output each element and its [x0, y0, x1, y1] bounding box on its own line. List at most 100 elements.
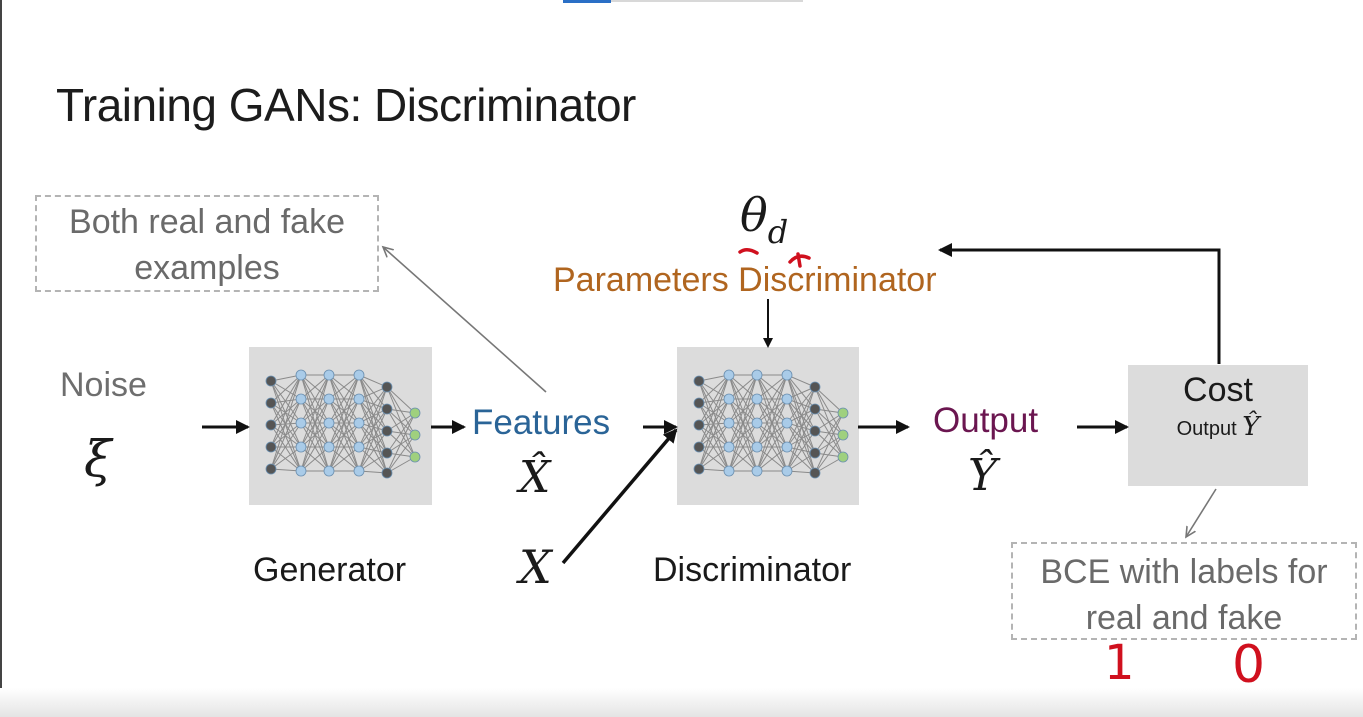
network-edge — [756, 374, 788, 400]
network-node — [265, 463, 277, 475]
network-edge — [698, 380, 730, 424]
network-edge — [300, 374, 330, 400]
network-edge — [328, 374, 360, 448]
network-edge — [728, 374, 758, 448]
network-node — [693, 397, 705, 409]
network-edge — [300, 374, 330, 472]
network-node — [381, 425, 393, 437]
network-edge — [786, 374, 816, 474]
network-node — [809, 403, 821, 415]
network-edge — [698, 446, 730, 472]
network-edge — [270, 402, 302, 424]
network-node — [295, 465, 307, 477]
network-edge — [300, 422, 330, 472]
discriminator-network — [677, 347, 859, 505]
network-node — [781, 465, 793, 477]
features-symbol: X̂ — [519, 452, 551, 503]
network-node — [723, 369, 735, 381]
network-edge — [270, 380, 302, 400]
network-node — [781, 369, 793, 381]
network-edge — [814, 434, 844, 474]
network-node — [353, 465, 365, 477]
noise-symbol: ξ — [84, 430, 112, 488]
real-input-symbol: X — [519, 540, 552, 594]
network-edge — [358, 386, 388, 472]
network-node — [837, 429, 849, 441]
network-edge — [328, 398, 360, 472]
network-edge — [814, 412, 844, 454]
network-edge — [358, 398, 388, 474]
network-edge — [698, 402, 730, 424]
network-node — [323, 393, 335, 405]
network-edge — [270, 402, 302, 472]
generator-network — [249, 347, 432, 505]
network-edge — [358, 446, 388, 474]
network-node — [381, 381, 393, 393]
output-symbol: Ŷ — [968, 450, 998, 501]
network-edge — [358, 408, 388, 472]
network-node — [723, 393, 735, 405]
network-edge — [786, 386, 816, 424]
arrow-icon — [938, 243, 1221, 364]
network-node — [295, 393, 307, 405]
handwriting-mark — [738, 248, 759, 255]
network-edge — [270, 374, 302, 448]
network-edge — [698, 374, 730, 426]
network-node — [809, 381, 821, 393]
network-edge — [386, 412, 416, 474]
arrow-icon — [561, 428, 678, 565]
handwriting-mark — [788, 252, 811, 268]
network-edge — [358, 422, 388, 454]
network-edge — [270, 446, 302, 470]
network-edge — [698, 380, 730, 472]
noise-label: Noise — [60, 366, 147, 404]
network-node — [323, 465, 335, 477]
annotation-left-line1: Both real and fake — [69, 203, 345, 241]
cost-title: Cost — [1183, 371, 1253, 409]
network-node — [295, 369, 307, 381]
network-edge — [756, 374, 788, 424]
network-node — [409, 407, 421, 419]
network-edge — [328, 374, 360, 400]
network-edge — [698, 374, 730, 404]
network-edge — [786, 398, 816, 432]
network-edge — [698, 380, 730, 400]
network-node — [751, 417, 763, 429]
bottom-shade — [0, 688, 1363, 717]
network-node — [353, 393, 365, 405]
network-edge — [698, 402, 730, 472]
network-edge — [358, 452, 388, 472]
network-node — [751, 393, 763, 405]
network-edge — [270, 374, 302, 404]
network-edge — [328, 374, 360, 472]
network-edge — [358, 386, 388, 424]
generator-label: Generator — [253, 551, 407, 589]
network-edge — [756, 374, 788, 472]
network-edge — [786, 374, 816, 432]
network-edge — [728, 374, 758, 424]
window-left-border — [0, 0, 2, 717]
network-edge — [786, 398, 816, 474]
annotation-right-line2: real and fake — [1085, 599, 1283, 637]
network-node — [265, 419, 277, 431]
network-edge — [270, 374, 302, 470]
top-tab-strip — [611, 0, 803, 2]
network-edge — [728, 374, 758, 400]
network-edge — [300, 374, 330, 448]
network-node — [409, 429, 421, 441]
network-node — [809, 425, 821, 437]
network-edge — [728, 374, 758, 472]
network-edge — [270, 422, 302, 470]
network-edge — [270, 424, 302, 448]
network-node — [353, 417, 365, 429]
network-edge — [358, 422, 388, 474]
network-node — [409, 451, 421, 463]
output-label: Output — [933, 401, 1039, 440]
network-edge — [786, 422, 816, 474]
network-node — [381, 403, 393, 415]
handwritten-fake-label: 0 — [1232, 635, 1265, 695]
network-edge — [786, 452, 816, 472]
network-edge — [300, 374, 330, 424]
network-edge — [786, 446, 816, 474]
